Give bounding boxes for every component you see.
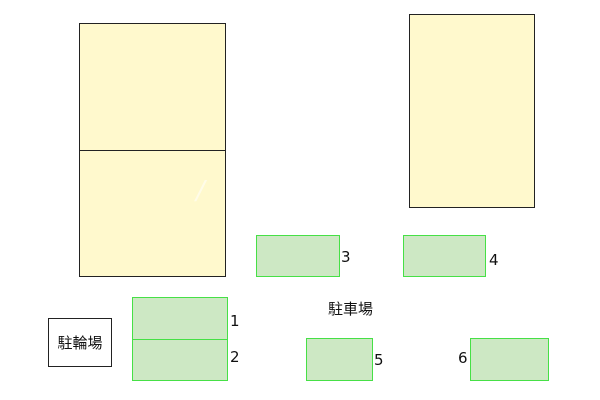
parking-lot-label: 駐車場 <box>328 300 374 318</box>
bicycle-parking-box: 駐輪場 <box>48 318 112 367</box>
watermark-logo: / <box>196 176 205 206</box>
space-number-3: 3 <box>341 248 351 266</box>
space-number-4: 4 <box>489 251 499 269</box>
parking-space-1 <box>132 297 228 340</box>
building-left-lower <box>79 150 226 277</box>
space-number-6: 6 <box>458 349 468 367</box>
parking-space-2 <box>132 339 228 381</box>
space-number-5: 5 <box>374 351 384 369</box>
parking-space-6 <box>470 338 549 381</box>
building-right <box>409 14 535 208</box>
space-number-1: 1 <box>230 312 240 330</box>
space-number-2: 2 <box>230 348 240 366</box>
building-left-upper <box>79 23 226 151</box>
parking-space-5 <box>306 338 373 381</box>
bicycle-parking-label: 駐輪場 <box>57 334 103 352</box>
parking-space-3 <box>256 235 340 277</box>
parking-space-4 <box>403 235 486 277</box>
